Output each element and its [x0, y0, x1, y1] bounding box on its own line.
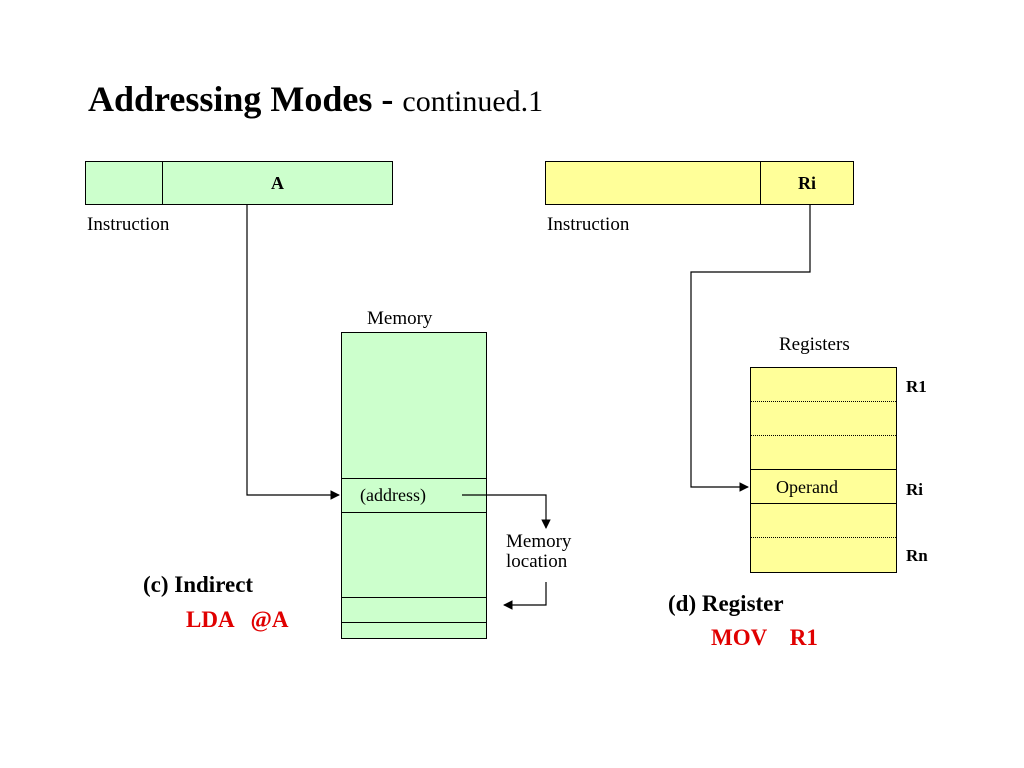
- register-divider-3: [751, 469, 896, 470]
- memory-block-bottom: [341, 622, 487, 639]
- register-opcode-field: [545, 161, 761, 205]
- register-divider-4: [751, 503, 896, 504]
- register-label-ri: Ri: [906, 480, 923, 499]
- register-divider-1: [751, 401, 896, 402]
- register-operand-text: Operand: [776, 477, 838, 497]
- indirect-mode-example: LDA @A: [186, 607, 289, 632]
- memory-location-label: Memory location: [506, 532, 571, 572]
- memory-location-label-line1: Memory: [506, 531, 572, 552]
- indirect-instruction-label: Instruction: [87, 214, 170, 235]
- indirect-address-field: A: [162, 161, 393, 205]
- memory-block-middle: [341, 512, 487, 598]
- register-field: Ri: [760, 161, 854, 205]
- register-divider-2: [751, 435, 896, 436]
- page-title: Addressing Modes - continued.1: [88, 78, 543, 120]
- indirect-mode-title: (c) Indirect: [143, 572, 254, 597]
- register-label-rn: Rn: [906, 546, 928, 565]
- register-divider-5: [751, 537, 896, 538]
- indirect-pointer-arrow: [246, 205, 340, 500]
- register-label-r1: R1: [906, 377, 927, 396]
- operand-return-arrow: [503, 582, 547, 610]
- address-out-arrow: [462, 494, 551, 529]
- register-mode-title: (d) Register: [668, 591, 784, 616]
- registers-label: Registers: [779, 334, 850, 355]
- title-sub: continued.1: [402, 85, 544, 118]
- memory-address-text: (address): [360, 485, 426, 505]
- memory-location-label-line2: location: [506, 551, 568, 572]
- indirect-opcode-field: [85, 161, 163, 205]
- memory-label: Memory: [367, 308, 433, 329]
- memory-block-top: [341, 332, 487, 479]
- indirect-address-field-label: A: [271, 173, 284, 193]
- register-field-label: Ri: [798, 173, 816, 193]
- memory-operand-cell: [341, 597, 487, 623]
- register-mode-example: MOV R1: [711, 625, 818, 650]
- register-instruction-label: Instruction: [547, 214, 630, 235]
- register-pointer-arrow: [690, 205, 811, 492]
- title-main: Addressing Modes -: [88, 79, 403, 119]
